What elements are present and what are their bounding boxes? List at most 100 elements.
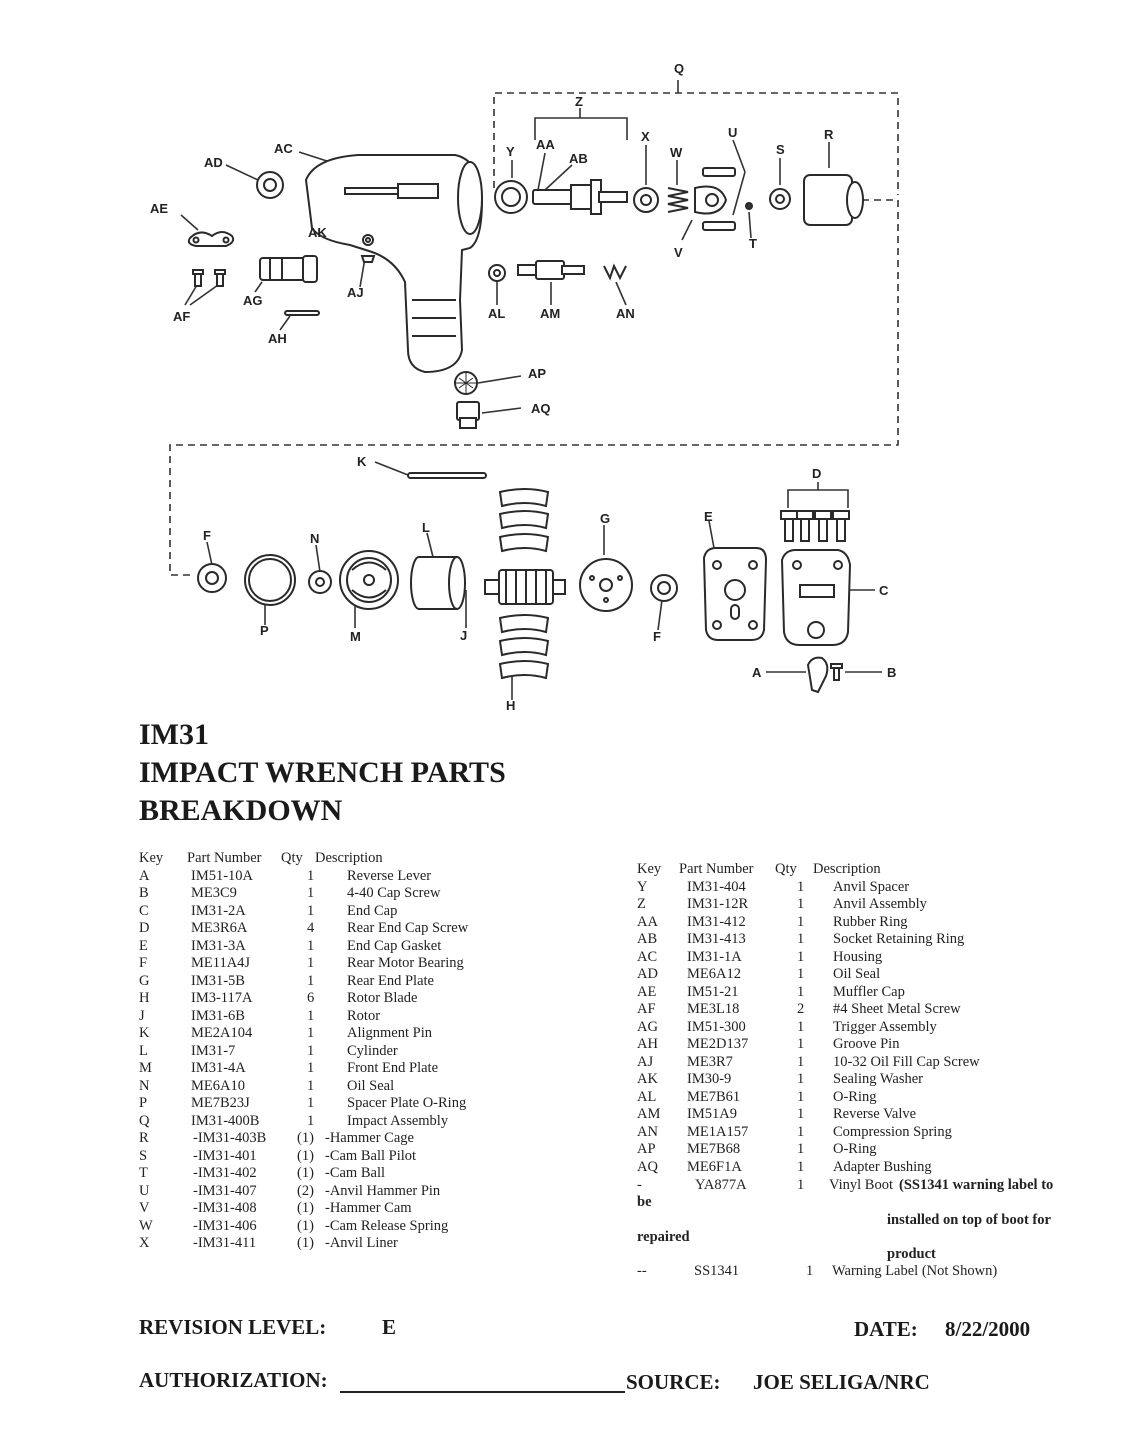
row-key: Q — [139, 1112, 150, 1129]
row-key: AN — [637, 1123, 658, 1140]
row-key: Y — [637, 878, 648, 895]
row-qty: 1 — [797, 878, 805, 895]
header-qty: Qty — [281, 850, 303, 866]
diagram-label: AF — [173, 309, 190, 324]
row-description: Rubber Ring — [833, 913, 908, 930]
date-value: 8/22/2000 — [945, 1317, 1031, 1341]
row-description: Adapter Bushing — [833, 1158, 932, 1175]
row-description: Rear Motor Bearing — [347, 955, 464, 971]
row-description: -Cam Ball Pilot — [325, 1147, 417, 1164]
row-qty: 1 — [797, 1018, 805, 1035]
row-key: J — [139, 1007, 145, 1024]
diagram-label: AB — [569, 151, 588, 166]
row-key: AG — [637, 1018, 658, 1035]
row-part-number: IM31-5B — [191, 972, 245, 989]
row-key: AM — [637, 1106, 661, 1122]
row-qty: 1 — [307, 867, 315, 884]
row-qty: 1 — [797, 983, 805, 1000]
row-qty: 1 — [307, 955, 315, 971]
row-part-number: ME2A104 — [191, 1025, 253, 1041]
row-description: Rotor — [347, 1007, 381, 1024]
row-key: AK — [637, 1071, 658, 1087]
authorization-label: AUTHORIZATION: — [139, 1368, 328, 1392]
row-note-text: installed on top of boot for — [887, 1212, 1051, 1228]
row-qty: (1) — [297, 1235, 314, 1251]
row-qty: (1) — [297, 1147, 314, 1164]
row-part-number: IM31-1A — [687, 948, 742, 965]
row-part-number: ME3R6A — [191, 920, 248, 936]
row-key: L — [139, 1042, 148, 1059]
row-part-number: ME2D137 — [687, 1036, 749, 1052]
row-qty: 1 — [307, 1112, 315, 1129]
row-part-number: ME11A4J — [191, 955, 251, 971]
diagram-label: M — [350, 629, 361, 644]
row-key: U — [139, 1182, 150, 1199]
row-part-number: IM31-400B — [191, 1112, 260, 1129]
diagram-label: AQ — [531, 401, 551, 416]
diagram-label: B — [887, 665, 896, 680]
row-key: AB — [637, 931, 658, 947]
row-part-number: YA877A — [695, 1177, 747, 1193]
diagram-label: AA — [536, 137, 555, 152]
header-description: Description — [315, 850, 383, 866]
diagram-label: H — [506, 698, 515, 713]
row-qty: 1 — [797, 913, 805, 930]
row-part-number: ME3L18 — [687, 1001, 740, 1017]
row-part-number: SS1341 — [694, 1263, 740, 1279]
row-description: Rear End Plate — [347, 972, 434, 989]
diagram-label: AC — [274, 141, 293, 156]
row-description: Groove Pin — [833, 1036, 900, 1052]
header-description: Description — [813, 861, 881, 877]
row-qty: (1) — [297, 1165, 314, 1181]
row-part-number: ME3R7 — [687, 1053, 733, 1070]
row-key: H — [139, 990, 150, 1006]
page-title-line2: IMPACT WRENCH PARTS — [139, 756, 506, 789]
row-key: AQ — [637, 1158, 658, 1175]
row-part-number: IM51A9 — [687, 1106, 737, 1122]
row-key: R — [139, 1130, 149, 1146]
row-part-number: ME6A12 — [687, 966, 741, 982]
row-description: Reverse Valve — [833, 1106, 917, 1122]
row-qty: 1 — [797, 1158, 805, 1175]
row-qty: 1 — [797, 1053, 805, 1070]
flow-dashed-line — [169, 199, 899, 576]
header-part-number: Part Number — [187, 850, 262, 866]
row-description: End Cap — [347, 902, 398, 919]
row-note: (SS1341 warning label to — [899, 1177, 1054, 1193]
row-qty: 1 — [797, 1036, 805, 1052]
diagram-label: S — [776, 142, 785, 157]
row-qty: 1 — [797, 1141, 805, 1157]
row-qty: 4 — [307, 920, 315, 936]
row-part-number: IM31-12R — [687, 896, 749, 912]
row-description: End Cap Gasket — [347, 937, 442, 954]
row-description: -Cam Release Spring — [325, 1217, 449, 1234]
diagram-label: A — [752, 665, 762, 680]
row-key: Z — [637, 896, 646, 912]
row-description: Socket Retaining Ring — [833, 931, 965, 947]
row-part-number: IM3-117A — [191, 990, 253, 1006]
row-description: Muffler Cap — [833, 983, 905, 1000]
diagram-label: T — [749, 236, 757, 251]
diagram-label: P — [260, 623, 269, 638]
row-key: D — [139, 920, 150, 936]
diagram-label: AM — [540, 306, 560, 321]
row-key: C — [139, 902, 149, 919]
row-key: AP — [637, 1141, 656, 1157]
row-key: A — [139, 867, 150, 884]
row-description: Anvil Assembly — [833, 896, 927, 912]
header-key: Key — [637, 861, 662, 877]
row-qty: 1 — [307, 972, 315, 989]
row-part-number: ME3C9 — [191, 885, 237, 901]
row-key: S — [139, 1147, 148, 1164]
row-qty: 1 — [797, 1123, 805, 1140]
row-description: Housing — [833, 948, 883, 965]
revision-label: REVISION LEVEL: — [139, 1315, 327, 1339]
row-key: N — [139, 1077, 150, 1094]
diagram-label: L — [422, 520, 430, 535]
row-note-text: product — [887, 1246, 936, 1262]
row-key: F — [139, 955, 148, 971]
date-label: DATE: — [854, 1317, 918, 1341]
diagram-label: G — [600, 511, 610, 526]
row-description: Anvil Spacer — [833, 878, 910, 895]
source-label: SOURCE: — [626, 1370, 721, 1394]
